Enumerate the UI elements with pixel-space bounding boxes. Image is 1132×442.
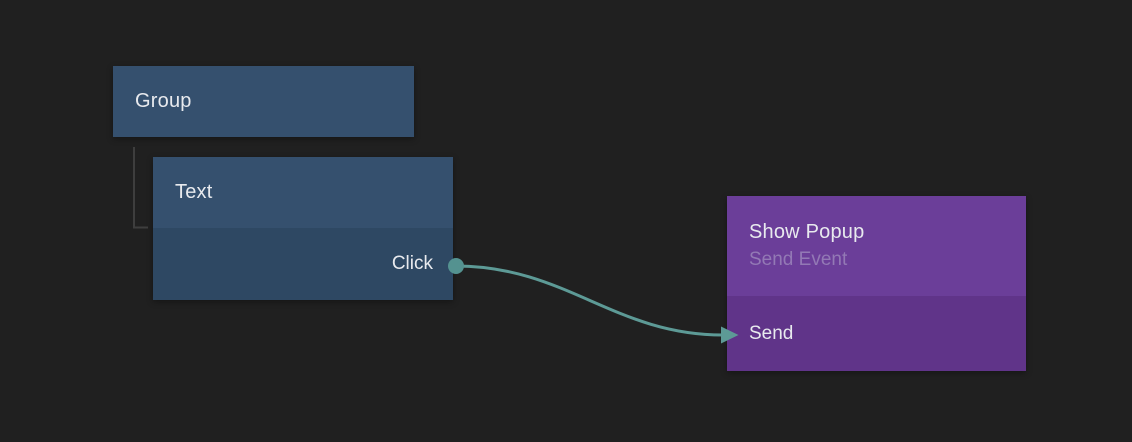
node-show-popup-title: Show Popup xyxy=(749,221,865,244)
node-text-header: Text xyxy=(153,157,453,228)
connection-edge-path[interactable] xyxy=(454,264,725,337)
node-show-popup[interactable]: Show Popup Send Event Send xyxy=(727,196,1026,371)
node-text-title: Text xyxy=(175,181,213,203)
node-group-header: Group xyxy=(113,66,414,137)
input-port-label-send: Send xyxy=(749,322,794,344)
node-group-title: Group xyxy=(135,90,192,112)
node-show-popup-header: Show Popup Send Event xyxy=(727,196,1026,296)
hierarchy-elbow-line xyxy=(133,147,148,229)
output-port-label-click: Click xyxy=(391,253,433,274)
node-group[interactable]: Group xyxy=(113,66,414,137)
connection-edge[interactable] xyxy=(448,258,739,344)
output-port-dot[interactable] xyxy=(448,258,464,274)
node-text-ports: Click xyxy=(153,228,453,300)
node-show-popup-ports: Send xyxy=(727,296,1026,371)
node-show-popup-subtitle: Send Event xyxy=(749,249,848,271)
node-text[interactable]: Text Click xyxy=(153,157,453,300)
connection-arrowhead-icon xyxy=(721,326,739,344)
